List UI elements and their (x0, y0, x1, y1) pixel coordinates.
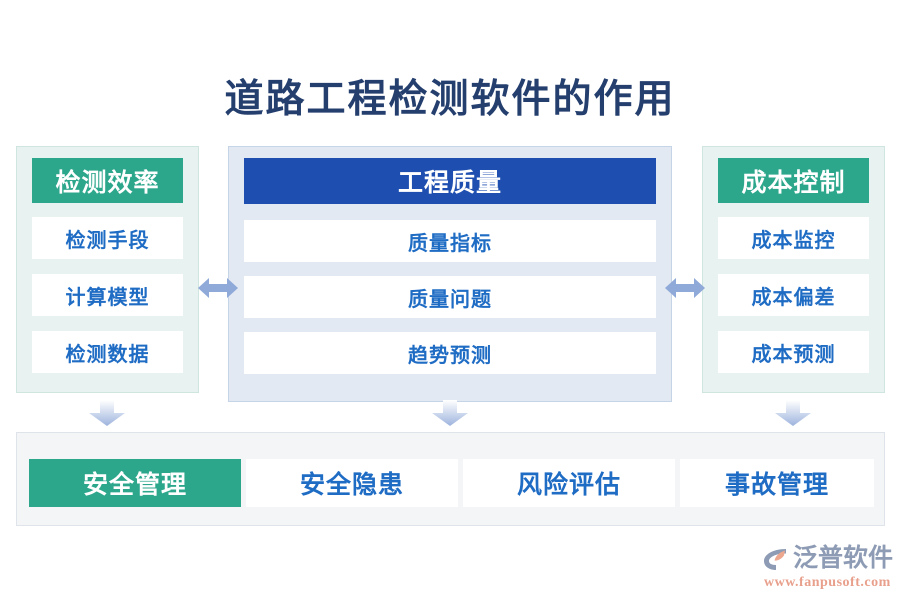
double-arrow-horizontal-icon (665, 274, 705, 302)
column-header-cost-control[interactable]: 成本控制 (718, 158, 869, 203)
cell-cost-forecast[interactable]: 成本预测 (718, 331, 869, 373)
cell-cost-monitoring[interactable]: 成本监控 (718, 217, 869, 259)
arrow-down-icon (775, 400, 811, 426)
arrow-down-icon (432, 400, 468, 426)
cell-detection-method[interactable]: 检测手段 (32, 217, 183, 259)
fanpu-c-mark-icon (762, 545, 790, 573)
page-title: 道路工程检测软件的作用 (224, 78, 676, 121)
logo-url: www.fanpusoft.com (764, 575, 891, 590)
double-arrow-horizontal-icon (198, 274, 238, 302)
column-engineering-quality: 工程质量 质量指标 质量问题 趋势预测 (228, 146, 672, 402)
cell-safety-hazard[interactable]: 安全隐患 (246, 459, 458, 507)
three-column-band: 检测效率 检测手段 计算模型 检测数据 工程质量 质量指标 质量问题 趋势预测 … (0, 146, 900, 402)
cell-quality-issue[interactable]: 质量问题 (244, 276, 656, 318)
cell-risk-assessment[interactable]: 风险评估 (463, 459, 675, 507)
logo-row: 泛普软件 (762, 544, 894, 574)
cell-quality-index[interactable]: 质量指标 (244, 220, 656, 262)
cell-trend-forecast[interactable]: 趋势预测 (244, 332, 656, 374)
cell-safety-management[interactable]: 安全管理 (29, 459, 241, 507)
column-detection-efficiency: 检测效率 检测手段 计算模型 检测数据 (16, 146, 199, 393)
column-header-engineering-quality[interactable]: 工程质量 (244, 158, 656, 204)
cell-cost-deviation[interactable]: 成本偏差 (718, 274, 869, 316)
cell-detection-data[interactable]: 检测数据 (32, 331, 183, 373)
safety-management-row: 安全管理 安全隐患 风险评估 事故管理 (16, 432, 885, 526)
column-cost-control: 成本控制 成本监控 成本偏差 成本预测 (702, 146, 885, 393)
arrow-down-icon (89, 400, 125, 426)
logo-wordmark: 泛普软件 (793, 545, 894, 572)
column-header-detection-efficiency[interactable]: 检测效率 (32, 158, 183, 203)
cell-calculation-model[interactable]: 计算模型 (32, 274, 183, 316)
cell-accident-management[interactable]: 事故管理 (680, 459, 874, 507)
brand-logo: 泛普软件 www.fanpusoft.com (762, 544, 894, 592)
